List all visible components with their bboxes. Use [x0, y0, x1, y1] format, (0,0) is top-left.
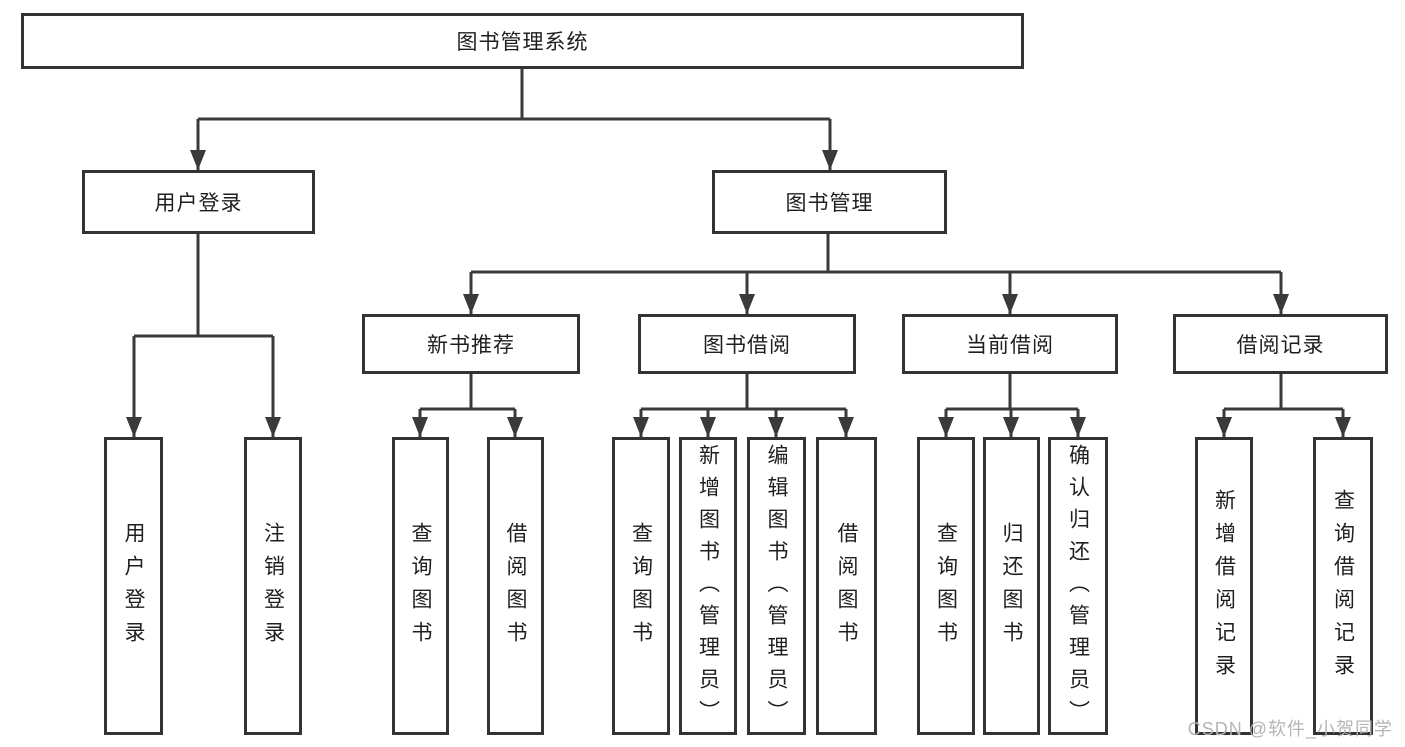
leaf-user-login: 用户登录	[104, 437, 163, 735]
node-book-management: 图书管理	[712, 170, 947, 234]
leaf-query-books-recommend: 查询图书	[392, 437, 449, 735]
watermark: CSDN @软件_小贺同学	[1187, 719, 1393, 739]
leaf-confirm-return-admin: 确认归还（管理员）	[1048, 437, 1108, 735]
leaf-return-books: 归还图书	[983, 437, 1040, 735]
node-book-borrowing: 图书借阅	[638, 314, 856, 374]
leaf-borrow-books-recommend: 借阅图书	[487, 437, 544, 735]
node-new-book-recommendation: 新书推荐	[362, 314, 580, 374]
node-borrowing-records: 借阅记录	[1173, 314, 1388, 374]
leaf-query-books-borrowing: 查询图书	[612, 437, 670, 735]
leaf-query-books-current: 查询图书	[917, 437, 975, 735]
leaf-logout-login: 注销登录	[244, 437, 302, 735]
leaf-borrow-books-borrowing: 借阅图书	[816, 437, 877, 735]
node-user-login: 用户登录	[82, 170, 315, 234]
leaf-add-borrow-record: 新增借阅记录	[1195, 437, 1253, 735]
leaf-add-books-admin: 新增图书（管理员）	[679, 437, 737, 735]
leaf-edit-books-admin: 编辑图书（管理员）	[747, 437, 806, 735]
node-root: 图书管理系统	[21, 13, 1024, 69]
leaf-query-borrow-record: 查询借阅记录	[1313, 437, 1373, 735]
node-current-borrowing: 当前借阅	[902, 314, 1118, 374]
